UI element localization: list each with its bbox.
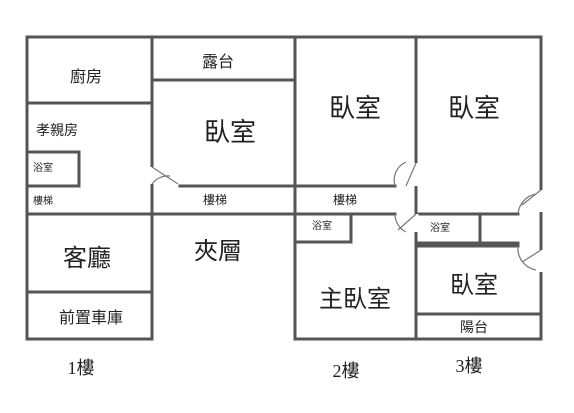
door-f2-bath-icon [394,213,417,233]
room-balcony: 陽台 [460,320,488,336]
door-f3-bedroom-icon [517,245,542,271]
room-bedroom-f3-top: 臥室 [448,94,500,124]
door-gaps [149,163,544,272]
room-elder-room: 孝親房 [36,123,78,139]
door-f2-stairs-icon [393,161,417,187]
room-master-bedroom: 主臥室 [319,285,391,313]
door-mezz-bedroom-icon [151,166,179,185]
room-bedroom-f2: 臥室 [329,94,381,124]
room-garage: 前置車庫 [59,308,123,327]
room-terrace: 露台 [202,52,234,71]
floor-label-1: 1樓 [68,358,95,378]
room-bedroom-f3-bottom: 臥室 [450,271,498,299]
wall-bathroom-f2 [293,212,353,244]
floor-label-2: 2樓 [333,361,360,381]
room-bathroom-f1: 浴室 [33,161,53,174]
door-f3-stair-icon [517,189,542,215]
room-living-room: 客廳 [63,244,111,272]
room-kitchen: 廚房 [70,67,102,86]
room-bedroom-mezz: 臥室 [204,118,256,148]
wall-bathroom-f1 [25,150,81,188]
floor3-outline [414,35,543,341]
floor1-outline [25,35,154,341]
room-bathroom-f2: 浴室 [312,219,332,232]
floor-label-3: 3樓 [456,356,483,376]
room-bathroom-f3: 浴室 [430,221,450,234]
door-swings [151,161,542,271]
walls [25,35,543,341]
room-stairs-mezz: 樓梯 [203,192,227,207]
room-mezzanine-floor: 夾層 [194,237,242,265]
room-stairs-f2: 樓梯 [333,192,357,207]
room-stairs-f1: 樓梯 [33,194,53,207]
